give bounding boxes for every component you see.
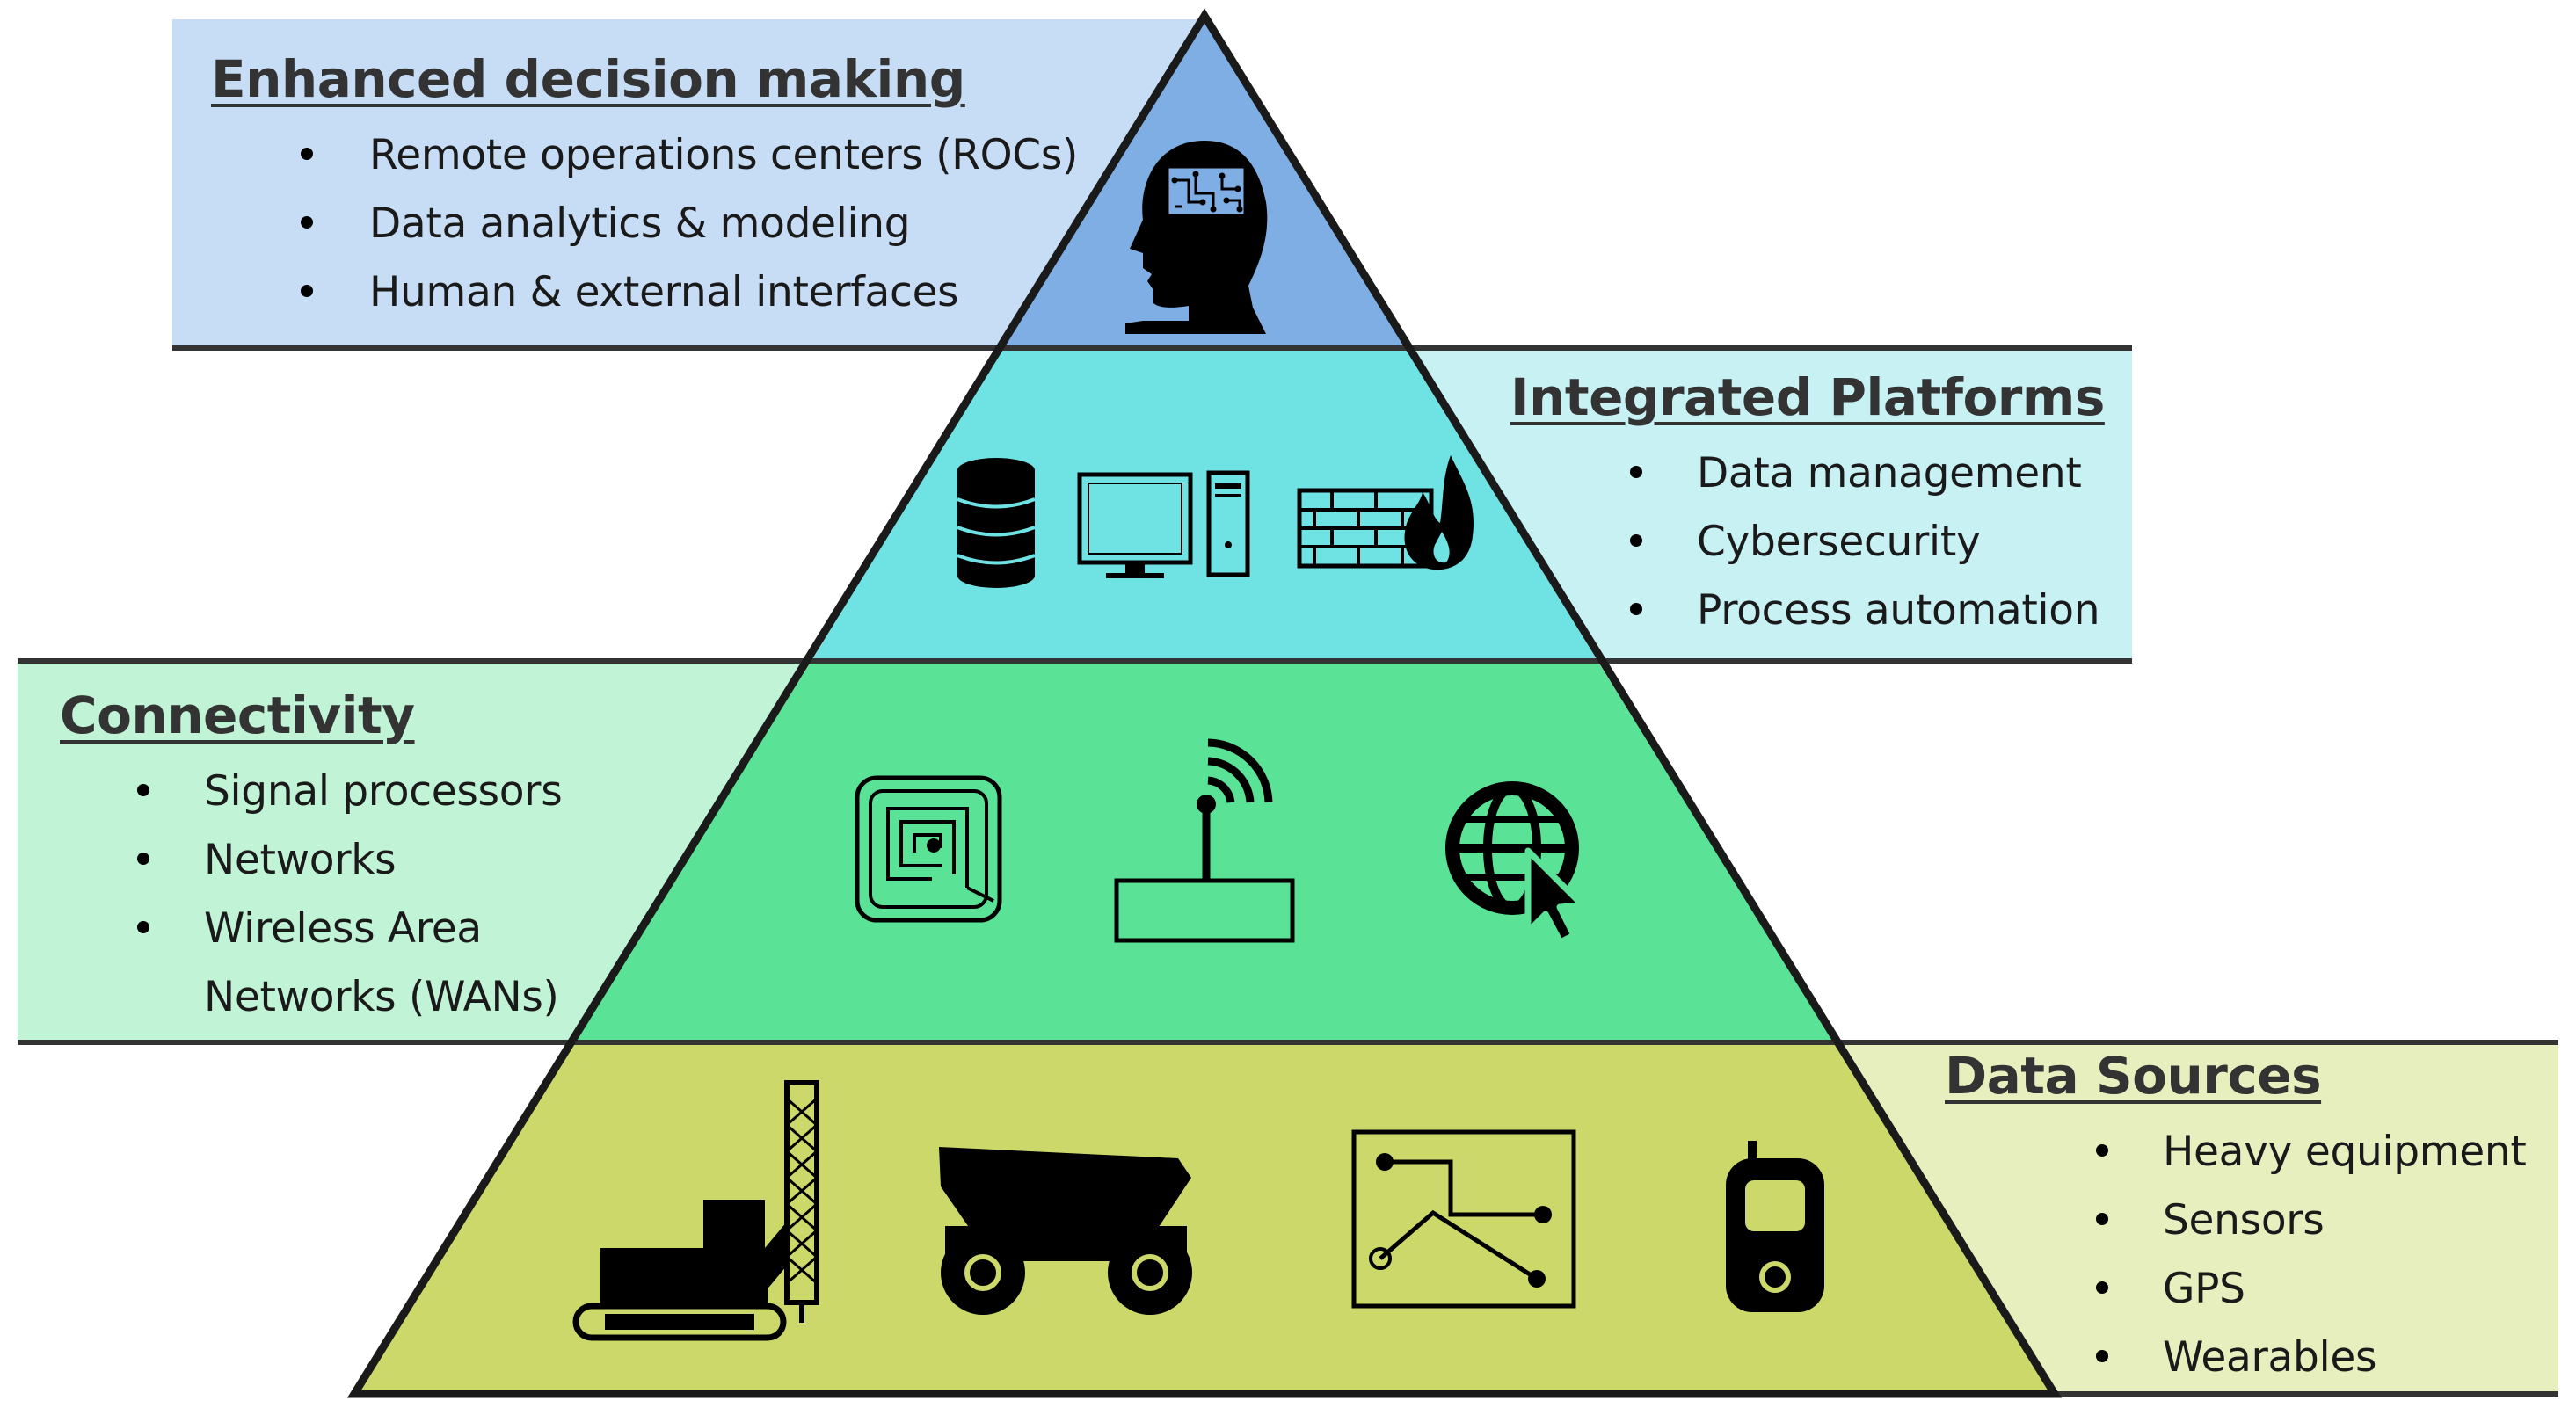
haul-truck-icon [939,1147,1192,1315]
tier2-title: Integrated Platforms [1510,367,2105,427]
tier1-text-panel: Enhanced decision making Remote operatio… [211,49,1078,327]
tier2-item: Data management [1630,439,2105,508]
web-globe-cursor-icon [1445,781,1586,946]
tier1-item: Remote operations centers (ROCs) [300,121,1078,190]
tier3-list: Signal processors Networks Wireless Area… [136,758,563,1032]
tier1-title: Enhanced decision making [211,49,965,109]
tier1-list: Remote operations centers (ROCs) Data an… [300,121,1078,327]
tier3-item: Wireless Area [136,895,562,963]
tier2-item: Process automation [1630,577,2105,645]
tier2-list: Data management Cybersecurity Process au… [1630,439,2105,645]
tier3-text-panel: Connectivity Signal processors Networks … [60,686,563,1032]
pyramid-outline [346,8,2063,1398]
computer-icon [1077,470,1250,578]
tier4-text-panel: Data Sources Heavy equipment Sensors GPS… [1945,1046,2527,1392]
tier4-item: Sensors [2095,1186,2526,1255]
rfid-chip-icon [855,775,1002,923]
tier3-item: Networks [136,826,562,895]
tier1-item: Human & external interfaces [300,258,1078,327]
tier3-title: Connectivity [60,686,415,745]
tier4-title: Data Sources [1945,1046,2322,1106]
tier1-item: Data analytics & modeling [300,190,1078,258]
circuit-map-icon [1351,1129,1576,1309]
firewall-icon [1297,455,1474,570]
tier4-item: GPS [2095,1255,2526,1324]
tier4-fill [354,1042,2055,1394]
tier4-item: Wearables [2095,1324,2526,1392]
tier2-item: Cybersecurity [1630,508,2105,577]
tier3-item: Signal processors [136,758,563,826]
wireless-router-icon [1114,738,1295,943]
tier3-item-continuation: Networks (WANs) [204,973,559,1021]
drill-rig-icon [572,1080,819,1341]
database-icon [957,458,1036,588]
tier2-text-panel: Integrated Platforms Data management Cyb… [1510,367,2105,645]
tier4-list: Heavy equipment Sensors GPS Wearables [2095,1118,2527,1392]
mobile-phone-icon [1726,1141,1824,1312]
tier4-item: Heavy equipment [2095,1118,2527,1186]
brain-head-icon [1125,141,1268,334]
